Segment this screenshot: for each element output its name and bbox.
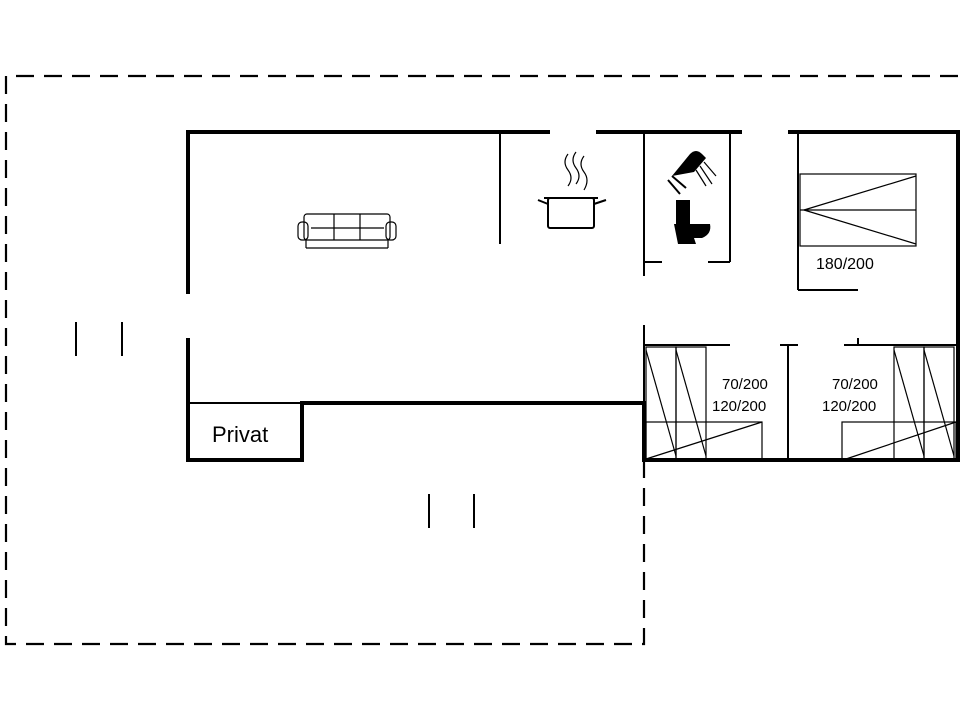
bunk-bed-left: [645, 346, 763, 461]
cooking-pot-icon: [537, 151, 607, 229]
bunk-bed-right: [841, 346, 957, 461]
terrace-outline: [4, 74, 958, 646]
bed-size-left-1: 70/200: [722, 376, 768, 393]
double-bed: [799, 173, 917, 247]
terrace-markers: [75, 322, 475, 528]
shower-icon: [667, 151, 717, 195]
bed-size-main: 180/200: [816, 256, 874, 273]
bed-size-right-2: 120/200: [822, 398, 876, 415]
bed-size-left-2: 120/200: [712, 398, 766, 415]
privat-label: Privat: [212, 422, 268, 447]
toilet-icon: [674, 200, 711, 244]
interior-walls: [190, 134, 956, 460]
sofa-icon: [297, 213, 397, 249]
bed-size-right-1: 70/200: [832, 376, 878, 393]
